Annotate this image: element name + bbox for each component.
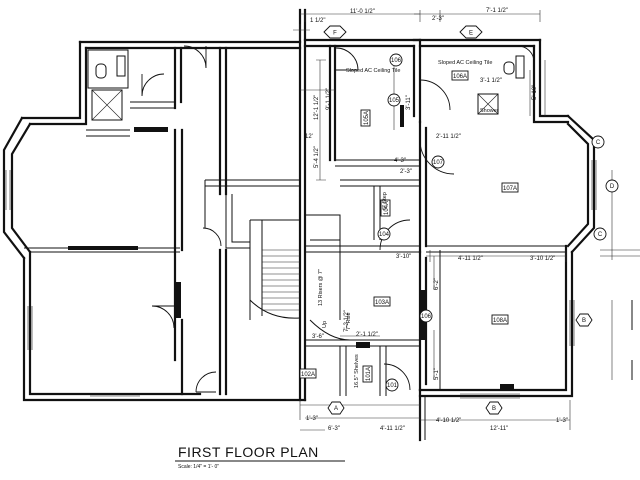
note-stair: 13 Risers @ 7" bbox=[318, 269, 324, 306]
note-shower: Shower bbox=[480, 108, 499, 114]
doors bbox=[141, 45, 222, 393]
svg-text:C: C bbox=[598, 232, 603, 238]
svg-text:104: 104 bbox=[379, 232, 390, 238]
grid-tags: F E 106 105 107 104 106 101 bbox=[323, 25, 619, 415]
svg-text:108A: 108A bbox=[493, 318, 507, 324]
dim-mid-b: 4'-3" bbox=[394, 158, 406, 164]
tag-104: 104 bbox=[377, 227, 391, 241]
room-104A: 104A bbox=[380, 199, 391, 217]
note-step: 6" Step bbox=[382, 192, 388, 210]
dim-mid-f: 3'-10 1/2" bbox=[530, 256, 555, 262]
dim-bot-e: 12'-11" bbox=[490, 426, 508, 432]
interior-walls bbox=[68, 8, 307, 402]
dim-mid-g: 2'-1 1/2" bbox=[356, 332, 378, 338]
windows bbox=[5, 170, 140, 401]
dim-bot-f: 1'-3" bbox=[556, 418, 568, 424]
tag-C-upper: C bbox=[591, 135, 605, 149]
svg-text:F: F bbox=[333, 31, 337, 37]
tag-105: 105 bbox=[387, 93, 401, 107]
tag-C-lower: C bbox=[593, 227, 607, 241]
svg-text:A: A bbox=[334, 406, 338, 412]
dim-vert-left-a: 12'-1 1/2" bbox=[314, 95, 320, 120]
svg-text:106: 106 bbox=[391, 58, 402, 64]
note-sloped-ac-left: Sloped AC Ceiling Tile bbox=[346, 68, 400, 74]
dim-right-a: 6'-2" bbox=[434, 278, 440, 290]
svg-text:101: 101 bbox=[387, 383, 398, 389]
tag-B-bottom: B bbox=[485, 401, 503, 415]
note-shelves: 16.5" Shelves bbox=[354, 354, 360, 388]
notes: Sloped AC Ceiling Tile Sloped AC Ceiling… bbox=[318, 60, 499, 388]
dimension-lines bbox=[293, 10, 613, 431]
addition-walls bbox=[303, 38, 596, 442]
svg-text:B: B bbox=[492, 406, 496, 412]
right-windows bbox=[460, 160, 597, 399]
svg-text:C: C bbox=[596, 140, 601, 146]
room-108A: 108A bbox=[491, 314, 509, 325]
dim-bot-b: 6'-3" bbox=[328, 426, 340, 432]
dim-bot-a: 1'-3" bbox=[306, 416, 318, 422]
room-102A: 102A bbox=[299, 368, 317, 379]
dim-mid-e: 4'-11 1/2" bbox=[458, 256, 483, 262]
tag-107: 107 bbox=[431, 155, 445, 169]
tag-D: D bbox=[605, 179, 619, 193]
room-103A: 103A bbox=[373, 296, 391, 307]
dim-vert-left-d: 5'-4 1/2" bbox=[314, 146, 320, 168]
room-ids: 105A 106A 107A 104A 103A 108A 102A 101A bbox=[299, 70, 519, 383]
dim-vert-left-c: 12' bbox=[305, 134, 313, 140]
title-block: FIRST FLOOR PLAN Scale: 1/4" = 1'- 0" bbox=[175, 444, 345, 470]
svg-text:105: 105 bbox=[389, 98, 400, 104]
dim-top-right-c: 3'-1 1/2" bbox=[480, 78, 502, 84]
dim-mid-c: 2'-3" bbox=[400, 169, 412, 175]
dim-top-right-a: 2'-3" bbox=[432, 16, 444, 22]
svg-text:103A: 103A bbox=[375, 300, 389, 306]
dim-bot-c: 4'-11 1/2" bbox=[380, 426, 405, 432]
dim-right-d: 5'-10" bbox=[532, 85, 538, 100]
room-106A: 106A bbox=[451, 70, 469, 81]
dim-mid-h: 3'-6" bbox=[312, 334, 324, 340]
svg-text:106A: 106A bbox=[453, 74, 467, 80]
plan-title: FIRST FLOOR PLAN bbox=[178, 444, 319, 460]
dimension-texts: 1 1/2" 11'-0 1/2" 2'-3" 7'-1 1/2" 3'-1 1… bbox=[305, 8, 568, 432]
room-105A: 105A bbox=[360, 109, 371, 127]
tag-106-mid: 106 bbox=[419, 309, 433, 323]
dim-bot-d: 4'-10 1/2" bbox=[436, 418, 461, 424]
svg-text:D: D bbox=[610, 184, 615, 190]
svg-text:106: 106 bbox=[421, 314, 432, 320]
note-up: Up bbox=[322, 321, 328, 328]
svg-text:101A: 101A bbox=[366, 367, 372, 381]
tag-106-top: 106 bbox=[389, 53, 403, 67]
dim-top-span: 11'-0 1/2" bbox=[350, 9, 375, 15]
addition-doors bbox=[335, 45, 535, 391]
dim-right-c: 3'-11" bbox=[406, 95, 412, 110]
svg-text:107: 107 bbox=[433, 160, 444, 166]
main-house-walls bbox=[2, 40, 307, 402]
svg-text:E: E bbox=[469, 31, 473, 37]
room-107A: 107A bbox=[501, 182, 519, 193]
tag-E: E bbox=[459, 25, 483, 39]
note-sloped-ac-right: Sloped AC Ceiling Tile bbox=[438, 60, 492, 66]
svg-text:102A: 102A bbox=[301, 372, 315, 378]
dim-mid-i: 7'-2 1/2" bbox=[344, 310, 350, 332]
staircase bbox=[249, 214, 351, 341]
dim-mid-d: 3'-10" bbox=[396, 254, 411, 260]
room-101A: 101A bbox=[362, 365, 373, 383]
dim-right-b: 5'-1" bbox=[434, 368, 440, 380]
svg-text:105A: 105A bbox=[364, 111, 370, 125]
tag-101: 101 bbox=[385, 378, 399, 392]
svg-text:B: B bbox=[582, 318, 586, 324]
note-stair-rise: 7" Rise bbox=[346, 312, 352, 330]
tag-F: F bbox=[323, 25, 347, 39]
svg-text:104A: 104A bbox=[384, 201, 390, 215]
dim-top-right-b: 7'-1 1/2" bbox=[486, 8, 508, 14]
plan-scale: Scale: 1/4" = 1'- 0" bbox=[178, 464, 219, 470]
svg-text:107A: 107A bbox=[503, 186, 517, 192]
tag-B-right: B bbox=[575, 313, 593, 327]
dim-vert-left-b: 9'-1 1/2" bbox=[326, 88, 332, 110]
tag-A-bottom: A bbox=[327, 401, 345, 415]
dim-mid-a: 2'-11 1/2" bbox=[436, 134, 461, 140]
dim-top-left: 1 1/2" bbox=[310, 18, 325, 24]
right-edge-marks bbox=[600, 249, 640, 380]
